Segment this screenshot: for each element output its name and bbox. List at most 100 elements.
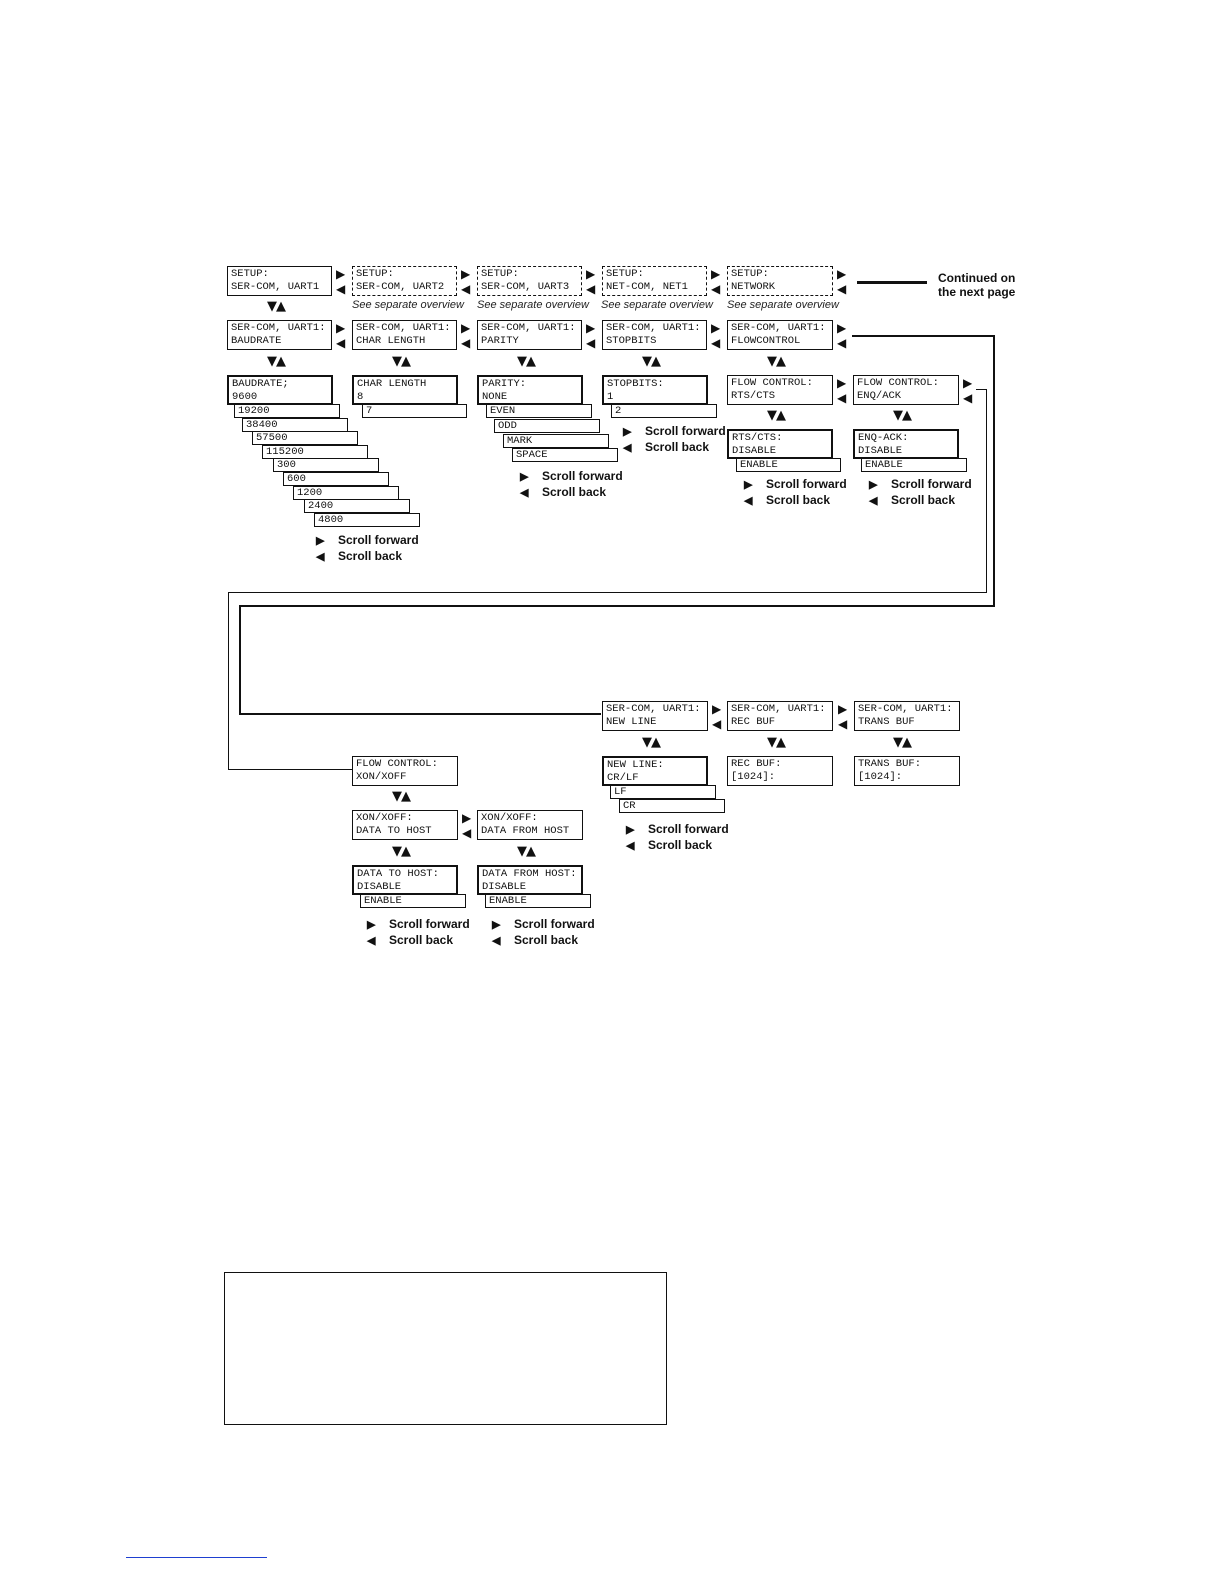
scroll-legend: ▶Scroll forward ◀Scroll back [623, 424, 726, 456]
scroll-forward-label: Scroll forward [645, 424, 726, 438]
line-1: SER-COM, UART1: [731, 322, 826, 334]
enq-ack-value: ENQ-ACK: DISABLE [853, 429, 959, 459]
data-to-host-value: DATA TO HOST: DISABLE [352, 865, 458, 895]
right-triangle-icon: ▶ [838, 702, 848, 716]
line-1: DATA FROM HOST: [482, 868, 577, 880]
right-triangle-icon: ▶ [963, 376, 973, 390]
menu-trans-buf: SER-COM, UART1: TRANS BUF [854, 701, 960, 731]
trans-buf-value: TRANS BUF: [1024]: [854, 756, 960, 786]
down-up-triangle-icon: ▼▲ [893, 408, 912, 423]
line-1: DATA TO HOST: [357, 868, 439, 880]
line-1: FLOW CONTROL: [857, 377, 939, 389]
menu-xon-data-to-host: XON/XOFF: DATA TO HOST [352, 810, 458, 840]
line-1: SETUP: [606, 268, 644, 280]
line-1: STOPBITS: [607, 378, 664, 390]
note-separate-overview: See separate overview [477, 299, 589, 311]
connector-line [228, 769, 352, 770]
option-baud: 38400 [242, 418, 348, 432]
right-triangle-icon: ▶ [586, 321, 596, 335]
right-triangle-icon: ▶ [711, 321, 721, 335]
option-baud: 115200 [262, 445, 368, 459]
left-triangle-icon: ◀ [461, 336, 471, 350]
connector-line [239, 605, 995, 607]
line-2: BAUDRATE [231, 335, 282, 347]
line-2: [1024]: [731, 771, 776, 783]
line-2: STOPBITS [606, 335, 657, 347]
line-2: PARITY [481, 335, 519, 347]
stopbits-value: STOPBITS: 1 [602, 375, 708, 405]
connector-line [976, 389, 987, 390]
down-up-triangle-icon: ▼▲ [642, 354, 661, 369]
menu-setup-uart3: SETUP: SER-COM, UART3 [477, 266, 582, 296]
left-triangle-icon: ◀ [336, 282, 346, 296]
line-1: XON/XOFF: [481, 812, 538, 824]
connector-line [993, 335, 995, 607]
scroll-back-label: Scroll back [542, 485, 607, 499]
down-up-triangle-icon: ▼▲ [767, 354, 786, 369]
parity-value: PARITY: NONE [477, 375, 583, 405]
right-triangle-icon: ▶ [623, 426, 632, 438]
right-triangle-icon: ▶ [744, 479, 753, 491]
right-triangle-icon: ▶ [837, 267, 847, 281]
line-1: REC BUF: [731, 758, 782, 770]
connector-line [239, 605, 241, 715]
menu-rec-buf: SER-COM, UART1: REC BUF [727, 701, 833, 731]
menu-setup-uart2: SETUP: SER-COM, UART2 [352, 266, 457, 296]
option-baud: 300 [273, 458, 379, 472]
menu-baudrate: SER-COM, UART1: BAUDRATE [227, 320, 332, 350]
scroll-legend: ▶Scroll forward ◀Scroll back [869, 477, 972, 509]
line-1: ENQ-ACK: [858, 432, 909, 444]
right-triangle-icon: ▶ [492, 919, 501, 931]
option-data-to-host: ENABLE [360, 894, 466, 908]
line-1: FLOW CONTROL: [356, 758, 438, 770]
line-1: SER-COM, UART1: [858, 703, 953, 715]
line-1: SER-COM, UART1: [481, 322, 576, 334]
menu-setup-network: SETUP: NETWORK [727, 266, 833, 296]
scroll-forward-label: Scroll forward [389, 917, 470, 931]
menu-xon-data-from-host: XON/XOFF: DATA FROM HOST [477, 810, 583, 840]
line-1: XON/XOFF: [356, 812, 413, 824]
line-1: FLOW CONTROL: [731, 377, 813, 389]
option-new-line: CR [619, 799, 725, 813]
line-2: DISABLE [482, 881, 527, 893]
menu-new-line: SER-COM, UART1: NEW LINE [602, 701, 708, 731]
scroll-legend: ▶Scroll forward ◀Scroll back [744, 477, 847, 509]
option-data-from-host: ENABLE [485, 894, 591, 908]
scroll-back-label: Scroll back [891, 493, 956, 507]
left-triangle-icon: ◀ [586, 282, 596, 296]
scroll-back-label: Scroll back [648, 838, 713, 852]
line-2: 9600 [232, 391, 258, 403]
line-1: SER-COM, UART1: [231, 322, 326, 334]
right-triangle-icon: ▶ [462, 811, 472, 825]
connector-line [228, 592, 987, 593]
line-2: DATA FROM HOST [481, 825, 570, 837]
option-rts-cts: ENABLE [736, 458, 841, 472]
down-up-triangle-icon: ▼▲ [267, 299, 286, 314]
scroll-legend: ▶Scroll forward ◀Scroll back [367, 917, 470, 949]
line-1: TRANS BUF: [858, 758, 922, 770]
option-baud: 2400 [304, 499, 410, 513]
option-parity: EVEN [486, 404, 592, 418]
line-1: SER-COM, UART1: [356, 322, 451, 334]
line-2: NEW LINE [606, 716, 657, 728]
right-triangle-icon: ▶ [367, 919, 376, 931]
option-new-line: LF [610, 785, 716, 799]
line-2: DISABLE [732, 445, 777, 457]
menu-char-length: SER-COM, UART1: CHAR LENGTH [352, 320, 457, 350]
scroll-back-label: Scroll back [338, 549, 403, 563]
scroll-forward-label: Scroll forward [338, 533, 419, 547]
line-2: NET-COM, NET1 [606, 281, 688, 293]
line-1: SER-COM, UART1: [606, 322, 701, 334]
down-up-triangle-icon: ▼▲ [642, 735, 661, 750]
left-triangle-icon: ◀ [744, 495, 753, 507]
menu-parity: SER-COM, UART1: PARITY [477, 320, 582, 350]
left-triangle-icon: ◀ [586, 336, 596, 350]
line-2: CR/LF [607, 772, 639, 784]
scroll-forward-label: Scroll forward [891, 477, 972, 491]
continued-line-1: Continued on [938, 271, 1016, 285]
scroll-forward-label: Scroll forward [514, 917, 595, 931]
right-triangle-icon: ▶ [586, 267, 596, 281]
note-separate-overview: See separate overview [601, 299, 713, 311]
option-parity: SPACE [512, 448, 618, 462]
right-triangle-icon: ▶ [712, 702, 722, 716]
